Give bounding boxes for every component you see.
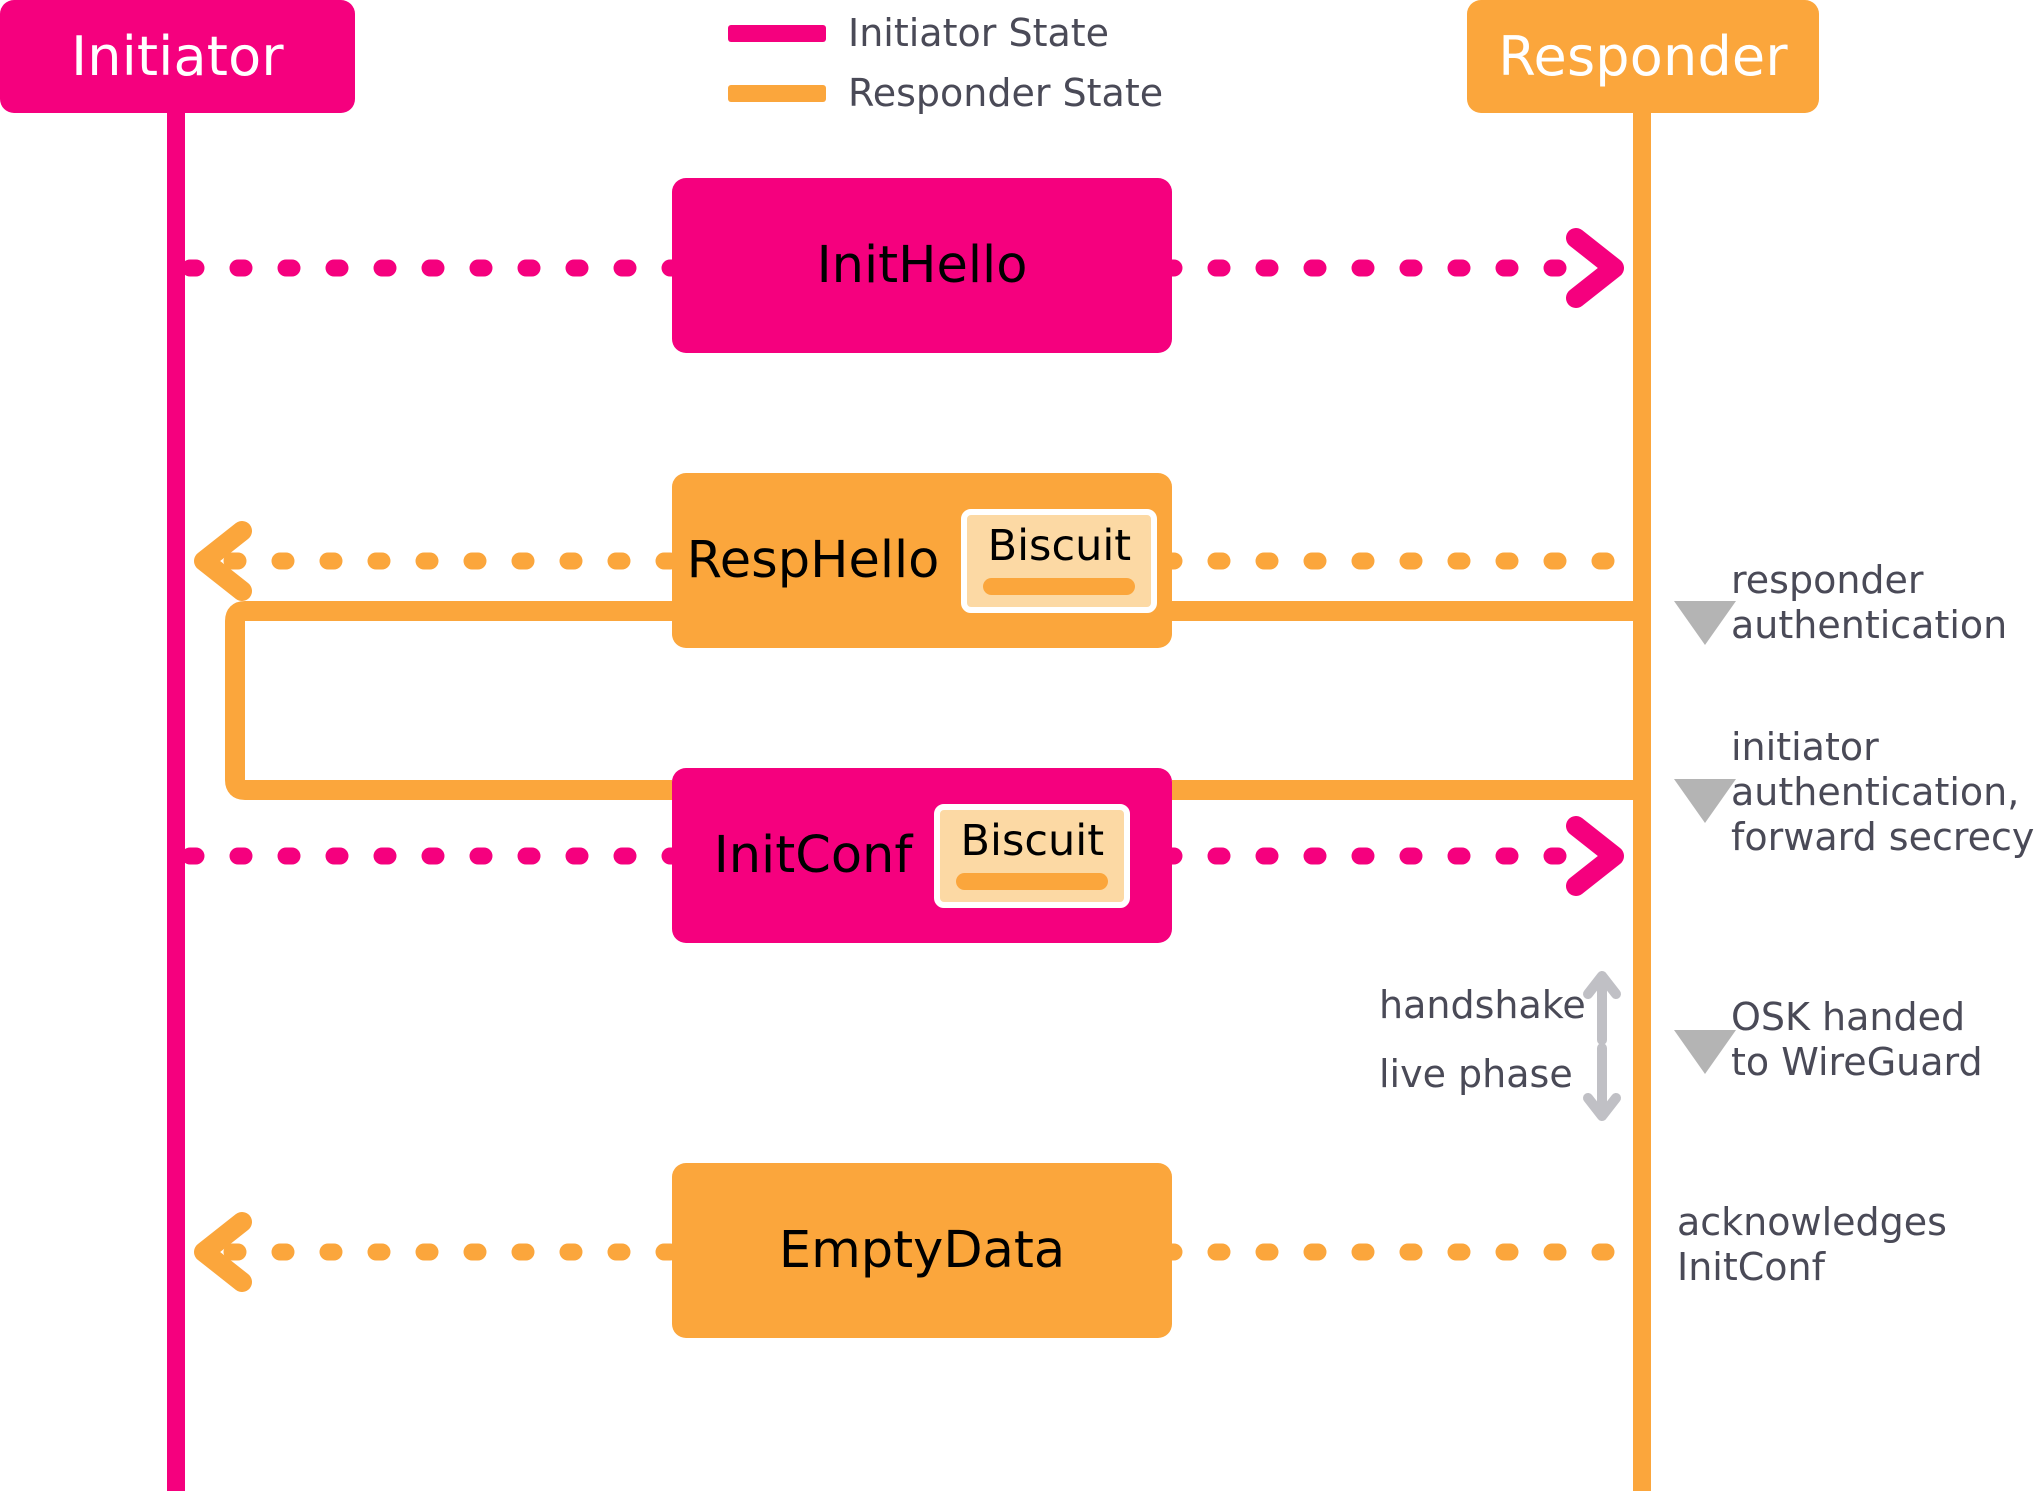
emptydata-arrowhead-icon — [194, 1212, 252, 1292]
message-label-emptydata: EmptyData — [778, 1221, 1066, 1280]
biscuit-label-initconf: Biscuit — [960, 815, 1105, 866]
resphello-arrowhead-icon — [194, 521, 252, 601]
legend-item-initiator-state: Initiator State — [728, 14, 1163, 52]
annotation-initiator-authentication: initiator authentication, forward secrec… — [1731, 725, 2035, 859]
osk-triangle-down-icon — [1674, 1030, 1736, 1074]
lane-header-responder-label: Responder — [1498, 25, 1788, 88]
responder-state-loop — [225, 601, 672, 800]
annotation-osk-handed-to-wireguard: OSK handed to WireGuard — [1731, 995, 1983, 1084]
biscuit-badge-initconf: Biscuit — [934, 803, 1131, 908]
message-label-inithello: InitHello — [816, 236, 1028, 295]
live-phase-arrow-down-icon — [1583, 1043, 1621, 1121]
legend-label-initiator-state: Initiator State — [848, 11, 1110, 55]
legend-item-responder-state: Responder State — [728, 74, 1163, 112]
legend: Initiator State Responder State — [728, 14, 1163, 112]
annotation-acknowledges-initconf: acknowledges InitConf — [1677, 1200, 1947, 1289]
inithello-arrowhead-icon — [1566, 228, 1624, 308]
message-box-inithello: InitHello — [672, 178, 1172, 353]
initconf-arrowhead-icon — [1566, 816, 1624, 896]
legend-label-responder-state: Responder State — [848, 71, 1164, 115]
lane-header-initiator-label: Initiator — [71, 25, 284, 88]
message-label-resphello: RespHello — [686, 531, 940, 590]
message-label-initconf: InitConf — [713, 826, 913, 885]
annotation-responder-authentication: responder authentication — [1731, 558, 2008, 647]
phase-label-handshake: handshake — [1379, 983, 1586, 1027]
message-box-initconf: InitConf Biscuit — [672, 768, 1172, 943]
handshake-arrow-up-icon — [1583, 971, 1621, 1045]
phase-label-live-phase: live phase — [1379, 1052, 1573, 1096]
lane-header-responder: Responder — [1467, 0, 1819, 113]
legend-swatch-responder-state — [728, 84, 826, 102]
legend-swatch-initiator-state — [728, 24, 826, 42]
responder-auth-triangle-down-icon — [1674, 601, 1736, 645]
message-box-emptydata: EmptyData — [672, 1163, 1172, 1338]
lane-header-initiator: Initiator — [0, 0, 355, 113]
message-box-resphello: RespHello Biscuit — [672, 473, 1172, 648]
biscuit-badge-resphello: Biscuit — [961, 508, 1158, 613]
biscuit-label-resphello: Biscuit — [987, 520, 1132, 571]
biscuit-underline-bar-resphello — [983, 577, 1136, 595]
initiator-auth-triangle-down-icon — [1674, 779, 1736, 823]
biscuit-underline-bar-initconf — [956, 872, 1109, 890]
